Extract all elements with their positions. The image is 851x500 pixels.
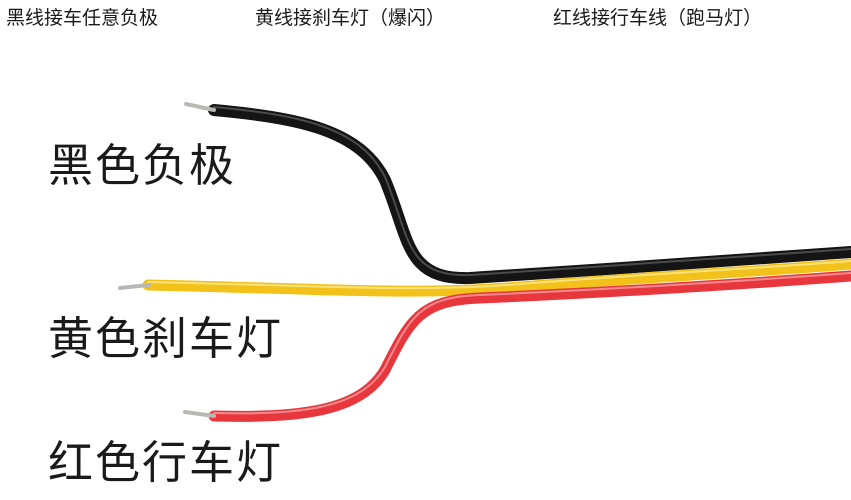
black-ground-label: 黑色负极 <box>48 139 237 192</box>
black-wire-instruction: 黑线接车任意负极 <box>6 7 159 29</box>
yellow-brake-light-label: 黄色刹车灯 <box>48 312 284 365</box>
red-wire <box>183 270 851 422</box>
yellow-wire <box>118 258 851 297</box>
red-wire-tip <box>183 410 216 418</box>
black-wire <box>184 102 851 285</box>
black-wire-tip <box>184 102 216 112</box>
wiring-instructions: 黑线接车任意负极 黄线接刹车灯（爆闪） 红线接行车线（跑马灯） <box>0 4 851 32</box>
yellow-wire-tip <box>118 283 151 290</box>
red-wire-instruction: 红线接行车线（跑马灯） <box>553 7 763 29</box>
yellow-wire-instruction: 黄线接刹车灯（爆闪） <box>255 7 446 29</box>
red-running-light-label: 红色行车灯 <box>48 436 284 489</box>
wire-harness-photo <box>118 102 851 422</box>
